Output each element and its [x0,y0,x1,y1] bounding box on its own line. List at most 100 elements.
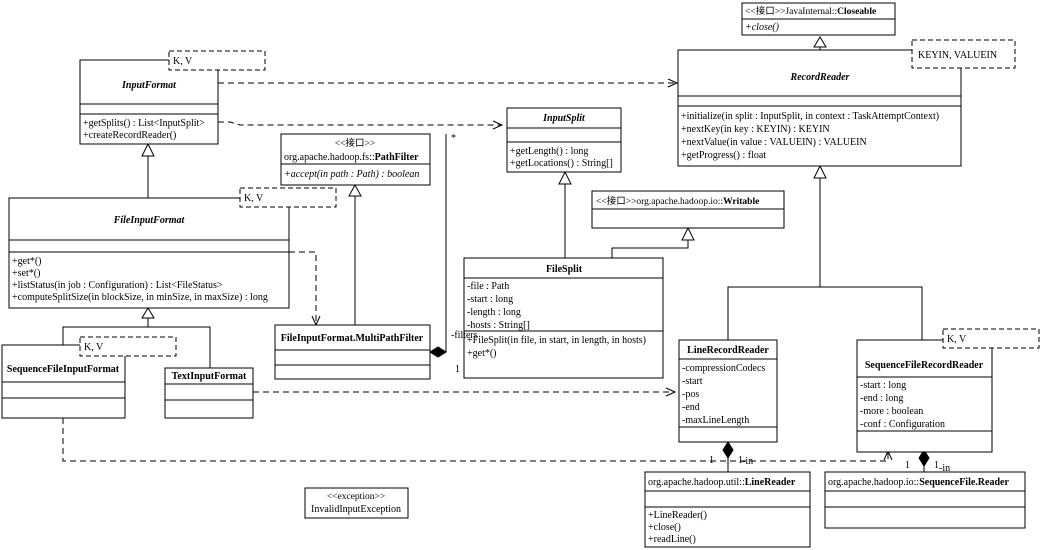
template-parameter: K, V [244,193,264,204]
template-parameter-box [239,187,337,208]
class-name: SequenceFileRecordReader [865,360,984,371]
operation: +readLine() [648,534,696,545]
class-name: SequenceFile.Reader [919,477,1009,488]
class-writable: <<接口>>org.apache.hadoop.io::Writable [591,190,785,229]
operation: +listStatus(in job : Configuration) : Li… [12,280,223,291]
stereotype-label: <<接口>>JavaInternal:: [745,5,837,17]
template-parameter-box [911,39,1016,69]
operation: +nextKey(in key : KEYIN) : KEYIN [681,124,830,135]
attribute: -pos [682,389,699,400]
class-name: RecordReader [790,72,850,83]
template-parameter: K, V [84,342,104,353]
arrowhead [492,120,504,130]
class-inputformat: InputFormat +getSplits() : List<InputSpl… [79,50,266,145]
class-name: FileInputFormat.MultiPathFilter [281,333,424,344]
multiplicity-label: 1 [934,460,939,471]
attribute: -length : long [467,307,521,318]
attribute: -maxLineLength [682,415,749,426]
svg-text:<<接口>>org.apache.hadoop.io::Wr: <<接口>>org.apache.hadoop.io::Writable [596,195,759,207]
class-filesplit: FileSplit -file : Path -start : long -le… [463,257,664,379]
class-name: InputFormat [121,80,177,91]
class-name: InputSplit [542,113,586,124]
operation: +close() [745,22,780,33]
generalization-arrow [141,142,155,157]
class-name: Closeable [837,7,876,17]
multiplicity-label: * [451,133,456,144]
operation: +accept(in path : Path) : boolean [284,169,419,180]
attribute: -conf : Configuration [860,419,945,430]
multiplicity-label: 1 [455,364,460,375]
generalization-subclasses [62,326,211,368]
composition-diamond [918,449,930,467]
operation: +getLocations() : String[] [510,158,613,169]
attribute: -start : long [860,380,906,391]
composition-filters [430,134,447,353]
realization-filesplit-writable [611,240,689,258]
attribute: -start : long [467,294,513,305]
attribute: -compressionCodecs [682,363,765,374]
attribute: -end : long [860,393,903,404]
operation: +nextValue(in value : VALUEIN) : VALUEIN [681,137,867,148]
svg-text:org.apache.hadoop.io::Sequence: org.apache.hadoop.io::SequenceFile.Reade… [828,477,1009,488]
multiplicity-label: 1 [738,455,743,466]
class-sequencefileinputformat: SequenceFileInputFormat K, V [1,336,177,419]
attribute: -more : boolean [860,406,923,417]
class-name: SequenceFileInputFormat [7,364,120,375]
operation: +getLength() : long [510,146,588,157]
operation: +getSplits() : List<InputSplit> [83,118,205,129]
class-recordreader: RecordReader +initialize(in split : Inpu… [677,39,1016,167]
association-labels: * -filters 1 1 1 -in 1 1 -in [451,133,950,474]
generalization-arrow [141,307,155,319]
stereotype-label: <<接口>>org.apache.hadoop.io:: [596,195,723,207]
template-parameter-box [79,336,177,357]
operation: +close() [648,522,681,533]
operation: +getProgress() : float [681,150,766,161]
package-label: org.apache.hadoop.io:: [828,477,919,488]
class-name: InvalidInputException [311,504,401,515]
operation: +FileSplit(in file, in start, in length,… [467,335,646,346]
class-linereader: org.apache.hadoop.util::LineReader +Line… [644,471,811,548]
generalization-arrow [558,170,572,185]
svg-text:org.apache.hadoop.util::LineRe: org.apache.hadoop.util::LineReader [648,477,796,488]
svg-text:<<接口>>JavaInternal::Closeable: <<接口>>JavaInternal::Closeable [745,5,876,17]
role-label: -in [939,463,950,474]
composition-diamond [722,441,734,459]
operation: +initialize(in split : InputSplit, in co… [681,111,939,122]
arrowhead [665,387,677,397]
template-parameter: K, V [947,334,967,345]
svg-text:org.apache.hadoop.fs::PathFilt: org.apache.hadoop.fs::PathFilter [284,152,419,163]
operation: +computeSplitSize(in blockSize, in minSi… [12,292,268,303]
class-name: PathFilter [375,152,419,163]
role-label: -in [742,456,753,467]
class-name: FileInputFormat [113,215,186,226]
generalization-arrow [813,36,827,48]
attribute: -file : Path [467,281,509,292]
connectors [62,36,930,472]
class-sequencefilerecordreader: SequenceFileRecordReader -start : long -… [856,328,1040,453]
class-textinputformat: TextInputFormat [164,367,254,419]
template-parameter-box [942,328,1040,349]
attribute: -start [682,376,703,387]
operation: +set*() [12,268,40,279]
class-closeable: <<接口>>JavaInternal::Closeable +close() [741,2,896,36]
operation: +get*() [12,256,42,267]
stereotype-label: <<接口>> [335,137,375,149]
class-linerecordreader: LineRecordReader -compressionCodecs -sta… [678,339,778,443]
class-sequencefile-reader: org.apache.hadoop.io::SequenceFile.Reade… [824,471,1026,529]
stereotype-label: <<exception>> [327,492,385,502]
class-name: Writable [723,197,759,207]
class-name: FileSplit [546,264,583,275]
generalization-recordreaders [727,286,923,340]
dependency-fileinputformat-multipathfilter [289,251,317,324]
dependency-inputformat-inputsplit [218,121,500,126]
template-parameter-box [168,50,266,71]
attribute: -hosts : String[] [467,320,530,331]
multiplicity-label: 1 [905,460,910,471]
class-name: LineRecordReader [687,345,769,356]
arrowhead [667,78,679,88]
class-inputsplit: InputSplit +getLength() : long +getLocat… [506,107,622,173]
class-name: TextInputFormat [172,371,247,382]
generalization-arrow [348,183,362,197]
generalization-arrow [813,164,827,179]
